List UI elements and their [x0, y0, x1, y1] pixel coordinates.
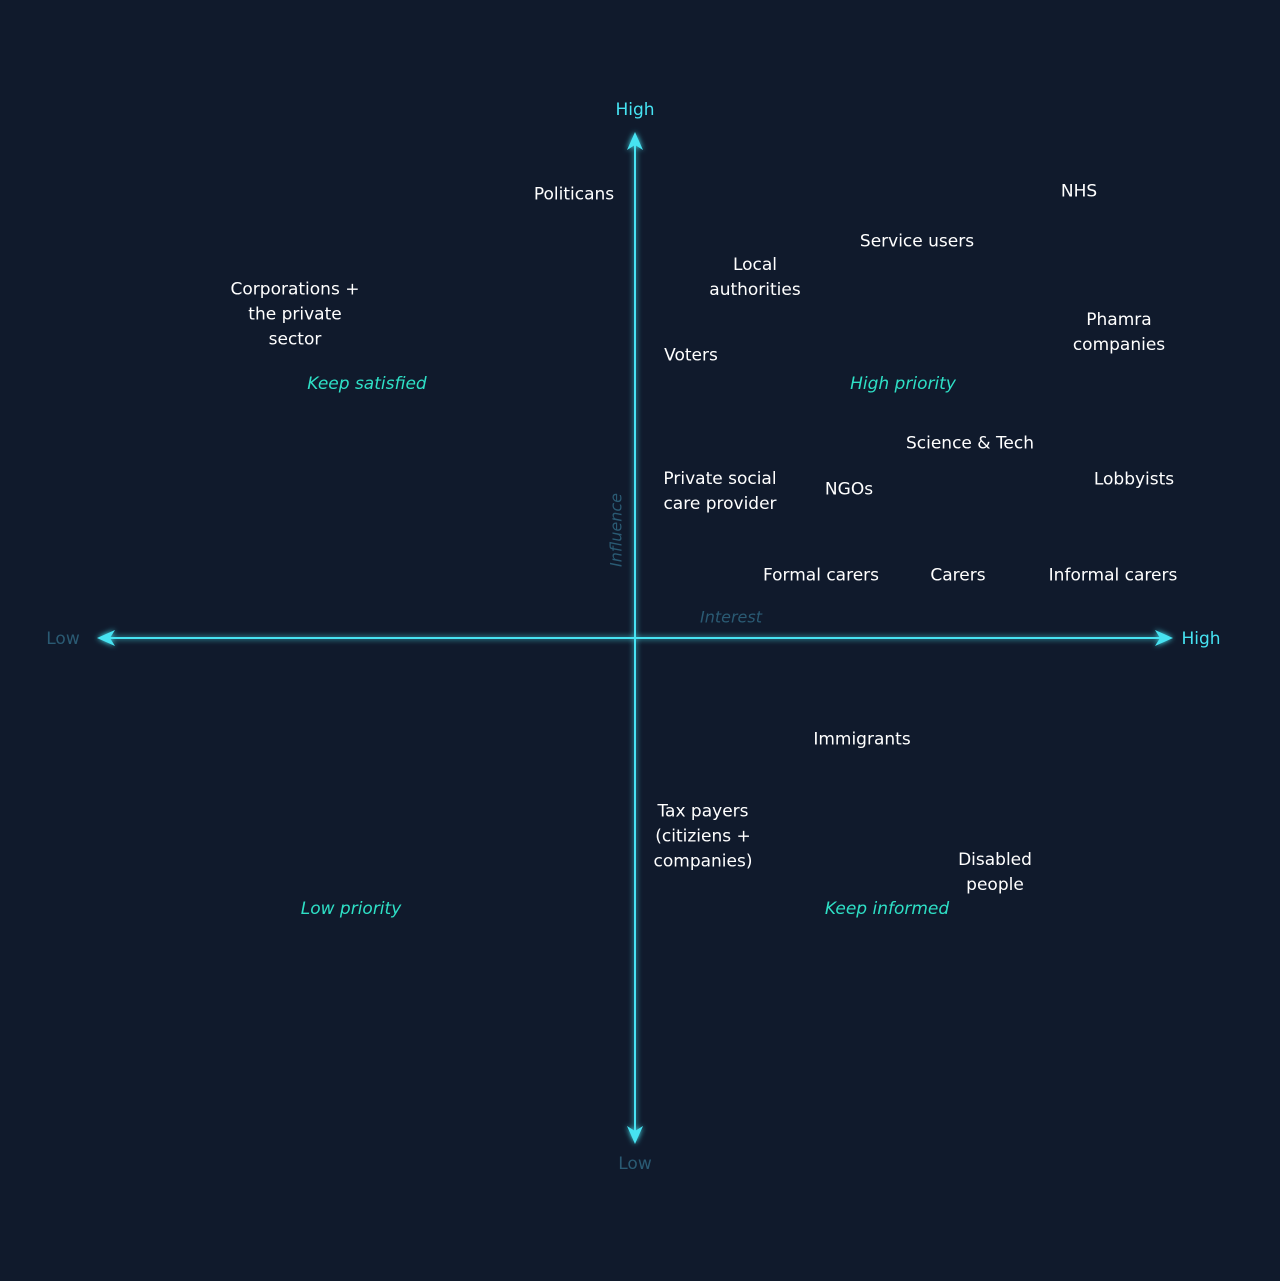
stakeholder-service-users: Service users — [859, 231, 975, 252]
stakeholder-politicians: Politicans — [533, 184, 615, 205]
stakeholder-voters: Voters — [664, 345, 718, 366]
horizontal-axis-title: Interest — [699, 607, 763, 627]
stakeholder-informal-carers: Informal carers — [1048, 565, 1178, 586]
stakeholder-lobbyists: Lobbyists — [1093, 469, 1175, 490]
stakeholder-pharma: Phamra companies — [1072, 310, 1166, 355]
quadrant-label-top-right: High priority — [850, 374, 956, 394]
stakeholder-ngos: NGOs — [824, 479, 874, 500]
quadrant-label-top-left: Keep satisfied — [307, 374, 427, 394]
arrow-down-icon — [627, 1126, 643, 1144]
stakeholder-formal-carers: Formal carers — [762, 565, 880, 586]
horizontal-axis-low-label: Low — [46, 629, 80, 649]
stakeholder-science-tech: Science & Tech — [905, 433, 1035, 454]
stakeholder-local-authorities: Local authorities — [709, 255, 801, 300]
vertical-axis-low-label: Low — [618, 1154, 652, 1174]
stakeholder-disabled-people: Disabled people — [958, 850, 1032, 895]
stakeholder-corporations: Corporations + the private sector — [230, 279, 360, 350]
quadrant-label-bottom-right: Keep informed — [824, 899, 950, 919]
vertical-axis-high-label: High — [615, 100, 655, 120]
stakeholder-immigrants: Immigrants — [813, 729, 911, 750]
horizontal-axis-high-label: High — [1181, 629, 1221, 649]
vertical-axis-title: Influence — [606, 493, 626, 567]
arrow-right-icon — [1155, 630, 1173, 646]
stakeholder-private-social-care: Private social care provider — [663, 469, 777, 514]
stakeholder-nhs: NHS — [1060, 181, 1098, 202]
arrow-left-icon — [97, 630, 115, 646]
quadrant-label-bottom-left: Low priority — [300, 899, 402, 919]
stakeholder-tax-payers: Tax payers (citiziens + companies) — [653, 801, 753, 872]
stakeholder-carers: Carers — [930, 565, 986, 586]
arrow-up-icon — [627, 132, 643, 150]
